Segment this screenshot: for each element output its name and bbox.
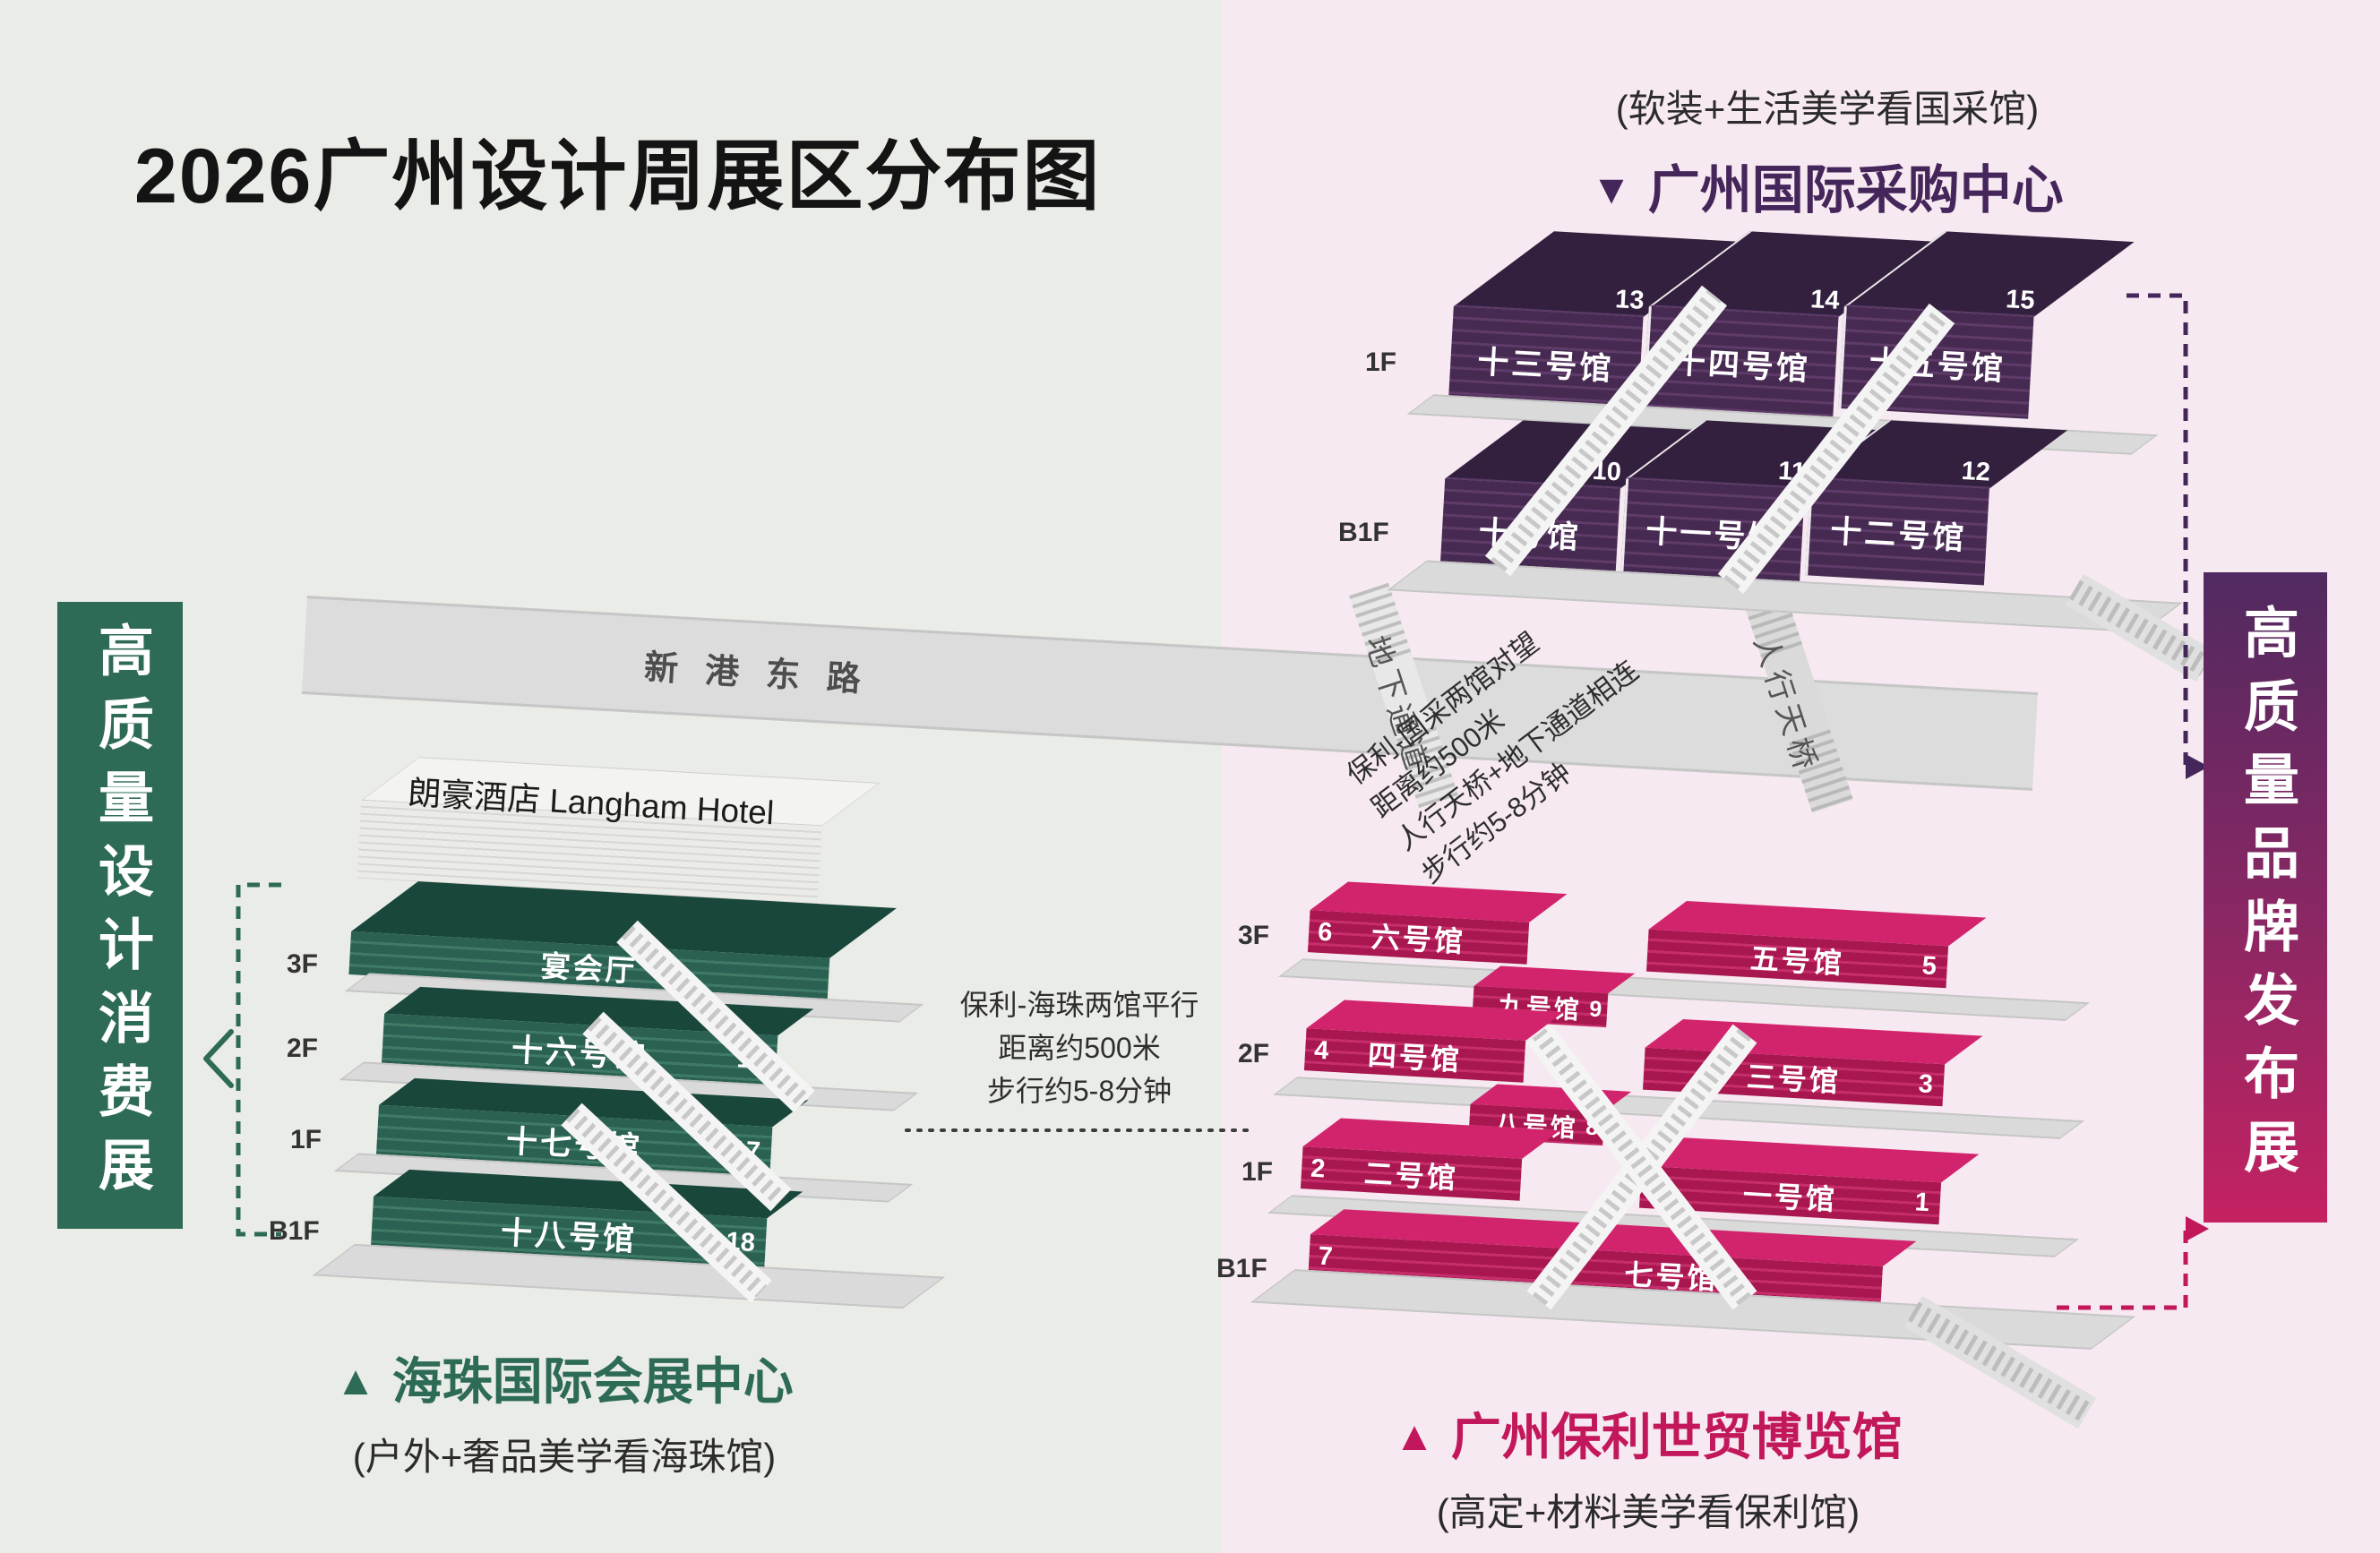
hall-16-number: 16 [735, 1044, 767, 1076]
hall-12: 十二号馆 12 [1805, 416, 2068, 586]
right-banner-text: 高质量品牌发布展 [2235, 604, 2297, 1191]
poly-name: 广州保利世贸博览馆 [1450, 1409, 1903, 1465]
hall-14: 十四号馆 14 [1643, 226, 1939, 419]
haizhu-name: 海珠国际会展中心 [391, 1353, 794, 1410]
poly-floor-3f: 3F [1238, 921, 1270, 950]
hall-10-number: 10 [1591, 456, 1622, 487]
hall-3-number: 3 [1917, 1068, 1934, 1099]
guocai-floor-1f: 1F [1365, 347, 1397, 377]
hall-14-number: 14 [1809, 285, 1841, 315]
hall-6: 六号馆 6 [1307, 879, 1568, 965]
hall-13: 十三号馆 13 [1448, 226, 1744, 419]
road-name-label: 新港东路 [642, 648, 889, 700]
hall-17-label: 十七号馆 [504, 1123, 643, 1166]
hall-2-label: 二号馆 [1363, 1156, 1459, 1195]
hall-5-label: 五号馆 [1749, 941, 1845, 980]
haizhu-floor-2f: 2F [287, 1034, 319, 1063]
hall-7-number: 7 [1317, 1241, 1334, 1272]
haizhu-subtitle: (户外+奢品美学看海珠馆) [352, 1436, 777, 1478]
hall-12-label: 十二号馆 [1829, 513, 1968, 556]
poly-subtitle: (高定+材料美学看保利馆) [1436, 1491, 1860, 1533]
guocai-name: 广州国际采购中心 [1647, 161, 2064, 219]
hall-1-label: 一号馆 [1742, 1178, 1838, 1216]
hall-17-number: 17 [730, 1136, 761, 1167]
parallel-note-line: 步行约5-8分钟 [986, 1075, 1173, 1107]
hall-15-label: 十五号馆 [1868, 344, 2006, 387]
hall-5-number: 5 [1920, 950, 1938, 981]
left-banner: 高质量设计消费展 [57, 602, 183, 1229]
parallel-note: 保利-海珠两馆平行 距离约500米 步行约5-8分钟 [891, 983, 1267, 1112]
poly-floor-1f: 1F [1242, 1157, 1274, 1187]
page-title: 2026广州设计周展区分布图 [134, 133, 1102, 219]
hall-12-number: 12 [1960, 456, 1991, 487]
hall-6-number: 6 [1317, 917, 1334, 948]
hall-15: 十五号馆 15 [1838, 226, 2135, 419]
guocai-header: (软装+生活美学看国采馆) ▼ 广州国际采购中心 [1487, 79, 2168, 223]
hall-11-number: 11 [1777, 456, 1807, 487]
hall-10: 十号馆 10 [1439, 416, 1699, 586]
hall-18-label: 十八号馆 [499, 1214, 638, 1257]
hall-9-number: 9 [1588, 996, 1603, 1023]
hall-10-label: 十号馆 [1477, 514, 1582, 555]
hall-4: 四号馆 4 [1303, 998, 1564, 1083]
hall-13-number: 13 [1614, 285, 1645, 315]
hall-13-label: 十三号馆 [1476, 344, 1615, 387]
right-banner: 高质量品牌发布展 [2204, 572, 2327, 1223]
haizhu-footer: ▲ 海珠国际会展中心 (户外+奢品美学看海珠馆) [251, 1342, 878, 1481]
hall-6-label: 六号馆 [1370, 920, 1466, 958]
hall-2-number: 2 [1310, 1154, 1327, 1184]
poly-floor-2f: 2F [1238, 1039, 1270, 1068]
haizhu-floor-b1f: B1F [269, 1216, 320, 1246]
haizhu-floor-1f: 1F [290, 1125, 322, 1154]
guocai-floor-b1f: B1F [1338, 518, 1389, 547]
haizhu-floor-3f: 3F [287, 949, 319, 979]
hall-2: 二号馆 2 [1300, 1116, 1560, 1201]
guocai-subtitle: (软装+生活美学看国采馆) [1615, 88, 2040, 130]
hall-1-number: 1 [1913, 1187, 1930, 1217]
down-triangle-icon: ▼ [1591, 166, 1632, 212]
hall-8-number: 8 [1585, 1114, 1600, 1141]
left-banner-text: 高质量设计消费展 [90, 622, 151, 1209]
hall-18-number: 18 [725, 1227, 756, 1258]
hall-4-label: 四号馆 [1367, 1038, 1463, 1077]
hall-4-number: 4 [1313, 1035, 1330, 1066]
parallel-note-line: 距离约500米 [998, 1032, 1161, 1064]
hall-3-label: 三号馆 [1746, 1060, 1842, 1098]
haizhu-bracket [236, 882, 281, 1237]
hall-14-label: 十四号馆 [1672, 344, 1811, 387]
poly-footer: ▲ 广州保利世贸博览馆 (高定+材料美学看保利馆) [1335, 1397, 1962, 1537]
up-triangle-icon: ▲ [335, 1357, 376, 1403]
left-chevron-icon [203, 1029, 234, 1088]
hall-16-label: 十六号馆 [510, 1032, 649, 1075]
parallel-note-line: 保利-海珠两馆平行 [959, 989, 1199, 1021]
poly-floor-b1f: B1F [1216, 1254, 1267, 1283]
hall-15-number: 15 [2005, 285, 2036, 315]
up-triangle-icon: ▲ [1394, 1412, 1435, 1459]
